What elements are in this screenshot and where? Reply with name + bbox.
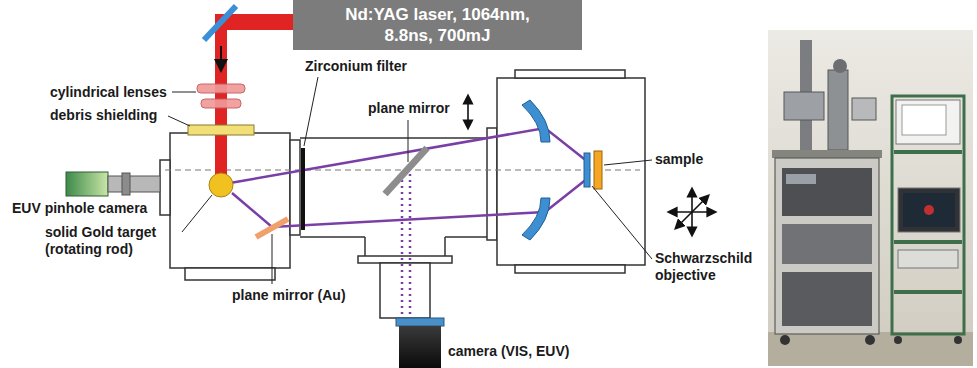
cylindrical-lens (197, 84, 245, 108)
debris-shield (188, 125, 254, 135)
beam-arrow (220, 46, 222, 66)
apparatus-photo (768, 30, 973, 366)
zr-filter (301, 148, 305, 230)
source-chamber (160, 133, 300, 280)
part-label: debris shielding (50, 107, 157, 124)
objective-chamber (487, 70, 645, 273)
turning-mirror (204, 6, 236, 40)
gold-target (209, 173, 233, 197)
node-label: Nd:YAG laser, 1064nm, 8.8ns, 700mJ (330, 4, 545, 46)
part-label: camera (VIS, EUV) (448, 343, 569, 360)
part-label: Schwarzschild objective (655, 250, 767, 284)
stage-arrows (672, 192, 712, 232)
part-label: cylindrical lenses (50, 84, 167, 101)
part-label: plane mirror (Au) (232, 287, 346, 304)
leader-line (168, 77, 652, 284)
part-label: Zirconium filter (305, 58, 407, 75)
sample-holder (594, 151, 602, 189)
euv-rays (230, 128, 588, 318)
laser-box: Nd:YAG laser, 1064nm, 8.8ns, 700mJ (293, 0, 582, 50)
part-label: solid Gold target (rotating rod) (45, 224, 179, 258)
part-label: EUV pinhole camera (12, 200, 147, 217)
pinhole-camera (66, 172, 160, 196)
ccd-camera (396, 318, 444, 368)
part-label: sample (655, 151, 703, 168)
part-label: plane mirror (368, 100, 450, 117)
plane-mirror (385, 148, 427, 194)
schwarzschild-mirrors (522, 100, 590, 240)
move-arrow (467, 99, 469, 125)
